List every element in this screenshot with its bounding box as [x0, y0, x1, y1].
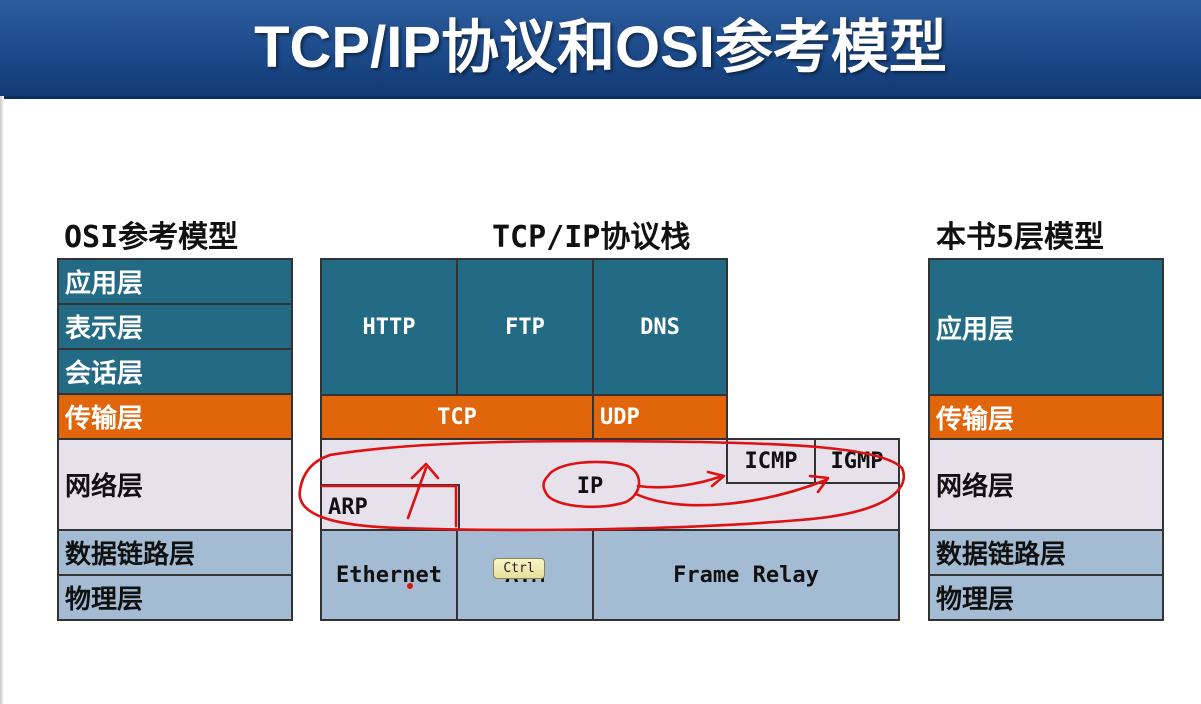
arp-bracket — [320, 484, 458, 528]
protocol-icmp: ICMP — [726, 438, 816, 484]
page-title: TCP/IP协议和OSI参考模型 — [254, 15, 947, 80]
osi-physical-layer: 物理层 — [57, 574, 293, 621]
five-transport-layer: 传输层 — [928, 394, 1164, 440]
protocol-ethernet: Ethernet — [320, 529, 458, 621]
osi-network-layer: 网络层 — [57, 438, 293, 531]
osi-application-layer: 应用层 — [57, 258, 293, 305]
tcpip-heading: TCP/IP协议栈 — [492, 220, 691, 255]
five-data-link-layer: 数据链路层 — [928, 529, 1164, 576]
osi-heading: OSI参考模型 — [64, 220, 239, 255]
ip-to-igmp-arrow — [634, 474, 830, 507]
cursor-dot — [407, 583, 413, 589]
five-physical-layer: 物理层 — [928, 574, 1164, 621]
network-layer-circle — [298, 439, 905, 532]
title-banner — [0, 0, 1201, 99]
ip-circle — [542, 460, 641, 509]
protocol-frame-relay: Frame Relay — [592, 529, 900, 621]
osi-transport-layer: 传输层 — [57, 393, 293, 440]
five-application-layer: 应用层 — [928, 258, 1164, 396]
five-layer-heading: 本书5层模型 — [936, 220, 1105, 255]
protocol-igmp: IGMP — [814, 438, 900, 484]
protocol-dns: DNS — [592, 258, 728, 396]
osi-presentation-layer: 表示层 — [57, 303, 293, 350]
protocol-udp: UDP — [592, 394, 728, 440]
protocol-http: HTTP — [320, 258, 458, 396]
ctrl-key-badge: Ctrl — [493, 558, 545, 579]
protocol-ip: IP — [576, 473, 604, 499]
osi-session-layer: 会话层 — [57, 348, 293, 395]
arp-up-arrow — [406, 462, 440, 520]
page-edge-shadow — [0, 96, 4, 704]
five-network-layer: 网络层 — [928, 438, 1164, 531]
ip-to-icmp-arrow — [636, 470, 726, 489]
